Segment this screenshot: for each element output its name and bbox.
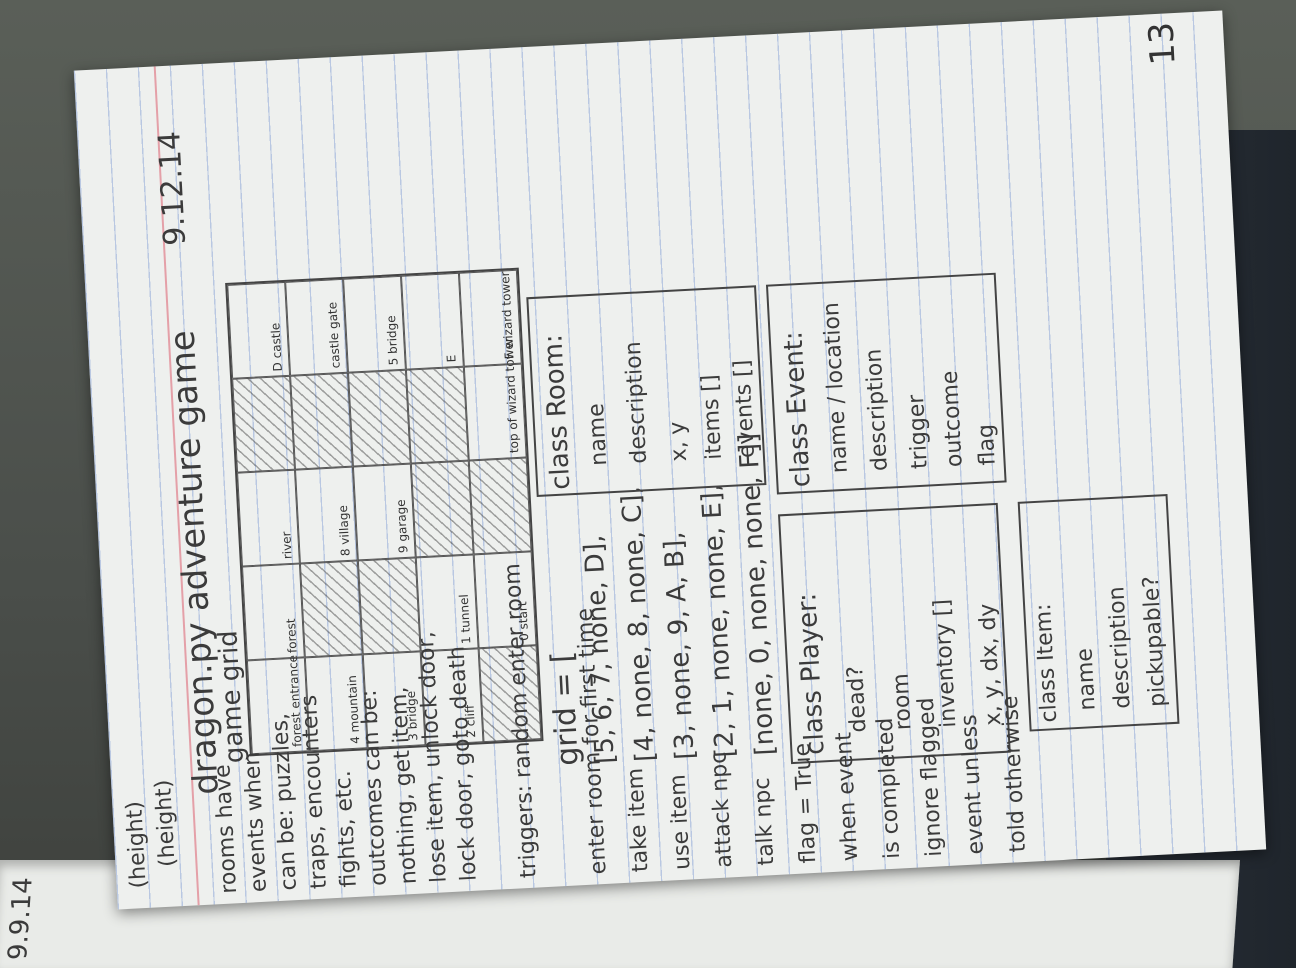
grid-cell: 9 garage xyxy=(352,463,416,561)
class-item-field: description xyxy=(1104,585,1136,710)
left-page-date: 9.9.14 xyxy=(3,877,39,960)
grid-cell: F wizard tower xyxy=(458,269,522,367)
class-player-field: dead? xyxy=(843,665,872,734)
grid-cell xyxy=(299,560,363,658)
grid-cell-label: E xyxy=(444,354,459,363)
left-margin-note: (height) xyxy=(122,800,152,890)
grid-cell xyxy=(405,366,469,464)
class-event-field: outcome xyxy=(937,369,968,468)
grid-cell: 8 village xyxy=(294,466,358,564)
class-item-box: class Item: name description pickupable? xyxy=(1017,494,1180,732)
grid-cell: 5 bridge xyxy=(343,275,406,373)
trigger-item: take item xyxy=(623,767,654,873)
page-date: 9.12.14 xyxy=(152,130,194,247)
class-room-field: description xyxy=(620,340,653,465)
class-room-title: class Room: xyxy=(538,333,577,491)
grid-cell xyxy=(357,557,421,655)
class-event-field: name / location xyxy=(818,301,853,474)
class-room-field: name xyxy=(583,402,613,467)
grid-code-row: [4, none, 8, none, C], xyxy=(616,485,661,763)
trigger-item: use item xyxy=(665,773,696,871)
grid-cell-label: forest xyxy=(283,618,300,654)
grid-cell xyxy=(468,457,532,555)
page-title: dragon.py adventure game xyxy=(162,329,227,796)
note-line: fights, etc. xyxy=(330,769,362,889)
grid-cell xyxy=(410,460,474,558)
page-number: 13 xyxy=(1141,21,1184,67)
grid-cell-label: river xyxy=(279,531,295,560)
notebook-page: 13 9.12.14 dragon.py adventure game game… xyxy=(73,10,1267,910)
grid-cell-label: F wizard tower xyxy=(497,271,517,360)
class-event-title: class Event: xyxy=(778,330,817,488)
class-item-field: pickupable? xyxy=(1138,575,1171,708)
note-line: events when xyxy=(239,751,273,893)
grid-cell: river xyxy=(237,469,300,567)
grid-code-row: [3, none, 9, A, B], xyxy=(658,530,701,761)
class-item-field: name xyxy=(1072,647,1101,712)
class-event-field: description xyxy=(861,348,893,472)
grid-cell-label: 9 garage xyxy=(393,499,411,554)
class-room-field: events [] xyxy=(729,359,760,459)
trigger-item: told otherwise xyxy=(997,694,1031,853)
trigger-item: talk npc xyxy=(749,776,780,867)
class-room-box: class Room: name description x, y items … xyxy=(526,285,767,498)
class-room-field: x, y xyxy=(665,420,693,463)
grid-cell xyxy=(347,369,411,467)
grid-code-row: [2, 1, none, none, E], xyxy=(696,483,741,759)
grid-cell: D castle xyxy=(227,281,291,379)
grid-cell-label: castle gate xyxy=(325,301,343,369)
grid-cell: top of wizard tower xyxy=(463,337,527,461)
note-line: rooms have xyxy=(210,763,243,895)
class-room-field: items [] xyxy=(697,373,728,461)
grid-cell-label: 1 tunnel xyxy=(456,593,474,645)
class-player-title: class Player: xyxy=(792,592,831,756)
class-item-title: class Item: xyxy=(1031,602,1063,724)
grid-cell xyxy=(290,372,353,470)
grid-cell: E xyxy=(400,272,464,370)
grid-cell-label: 8 village xyxy=(335,504,353,557)
class-event-field: flag xyxy=(973,423,1001,467)
grid-cell xyxy=(232,375,295,473)
grid-cell: castle gate xyxy=(285,278,348,376)
class-event-box: class Event: name / location description… xyxy=(765,272,1007,495)
class-event-field: trigger xyxy=(903,394,933,470)
left-margin-note: (height) xyxy=(151,778,181,868)
trigger-item: attack npc xyxy=(706,751,738,869)
grid-cell: forest xyxy=(241,563,305,661)
grid-cell-label: 5 bridge xyxy=(384,315,401,366)
grid-cell-label: D castle xyxy=(268,322,285,372)
